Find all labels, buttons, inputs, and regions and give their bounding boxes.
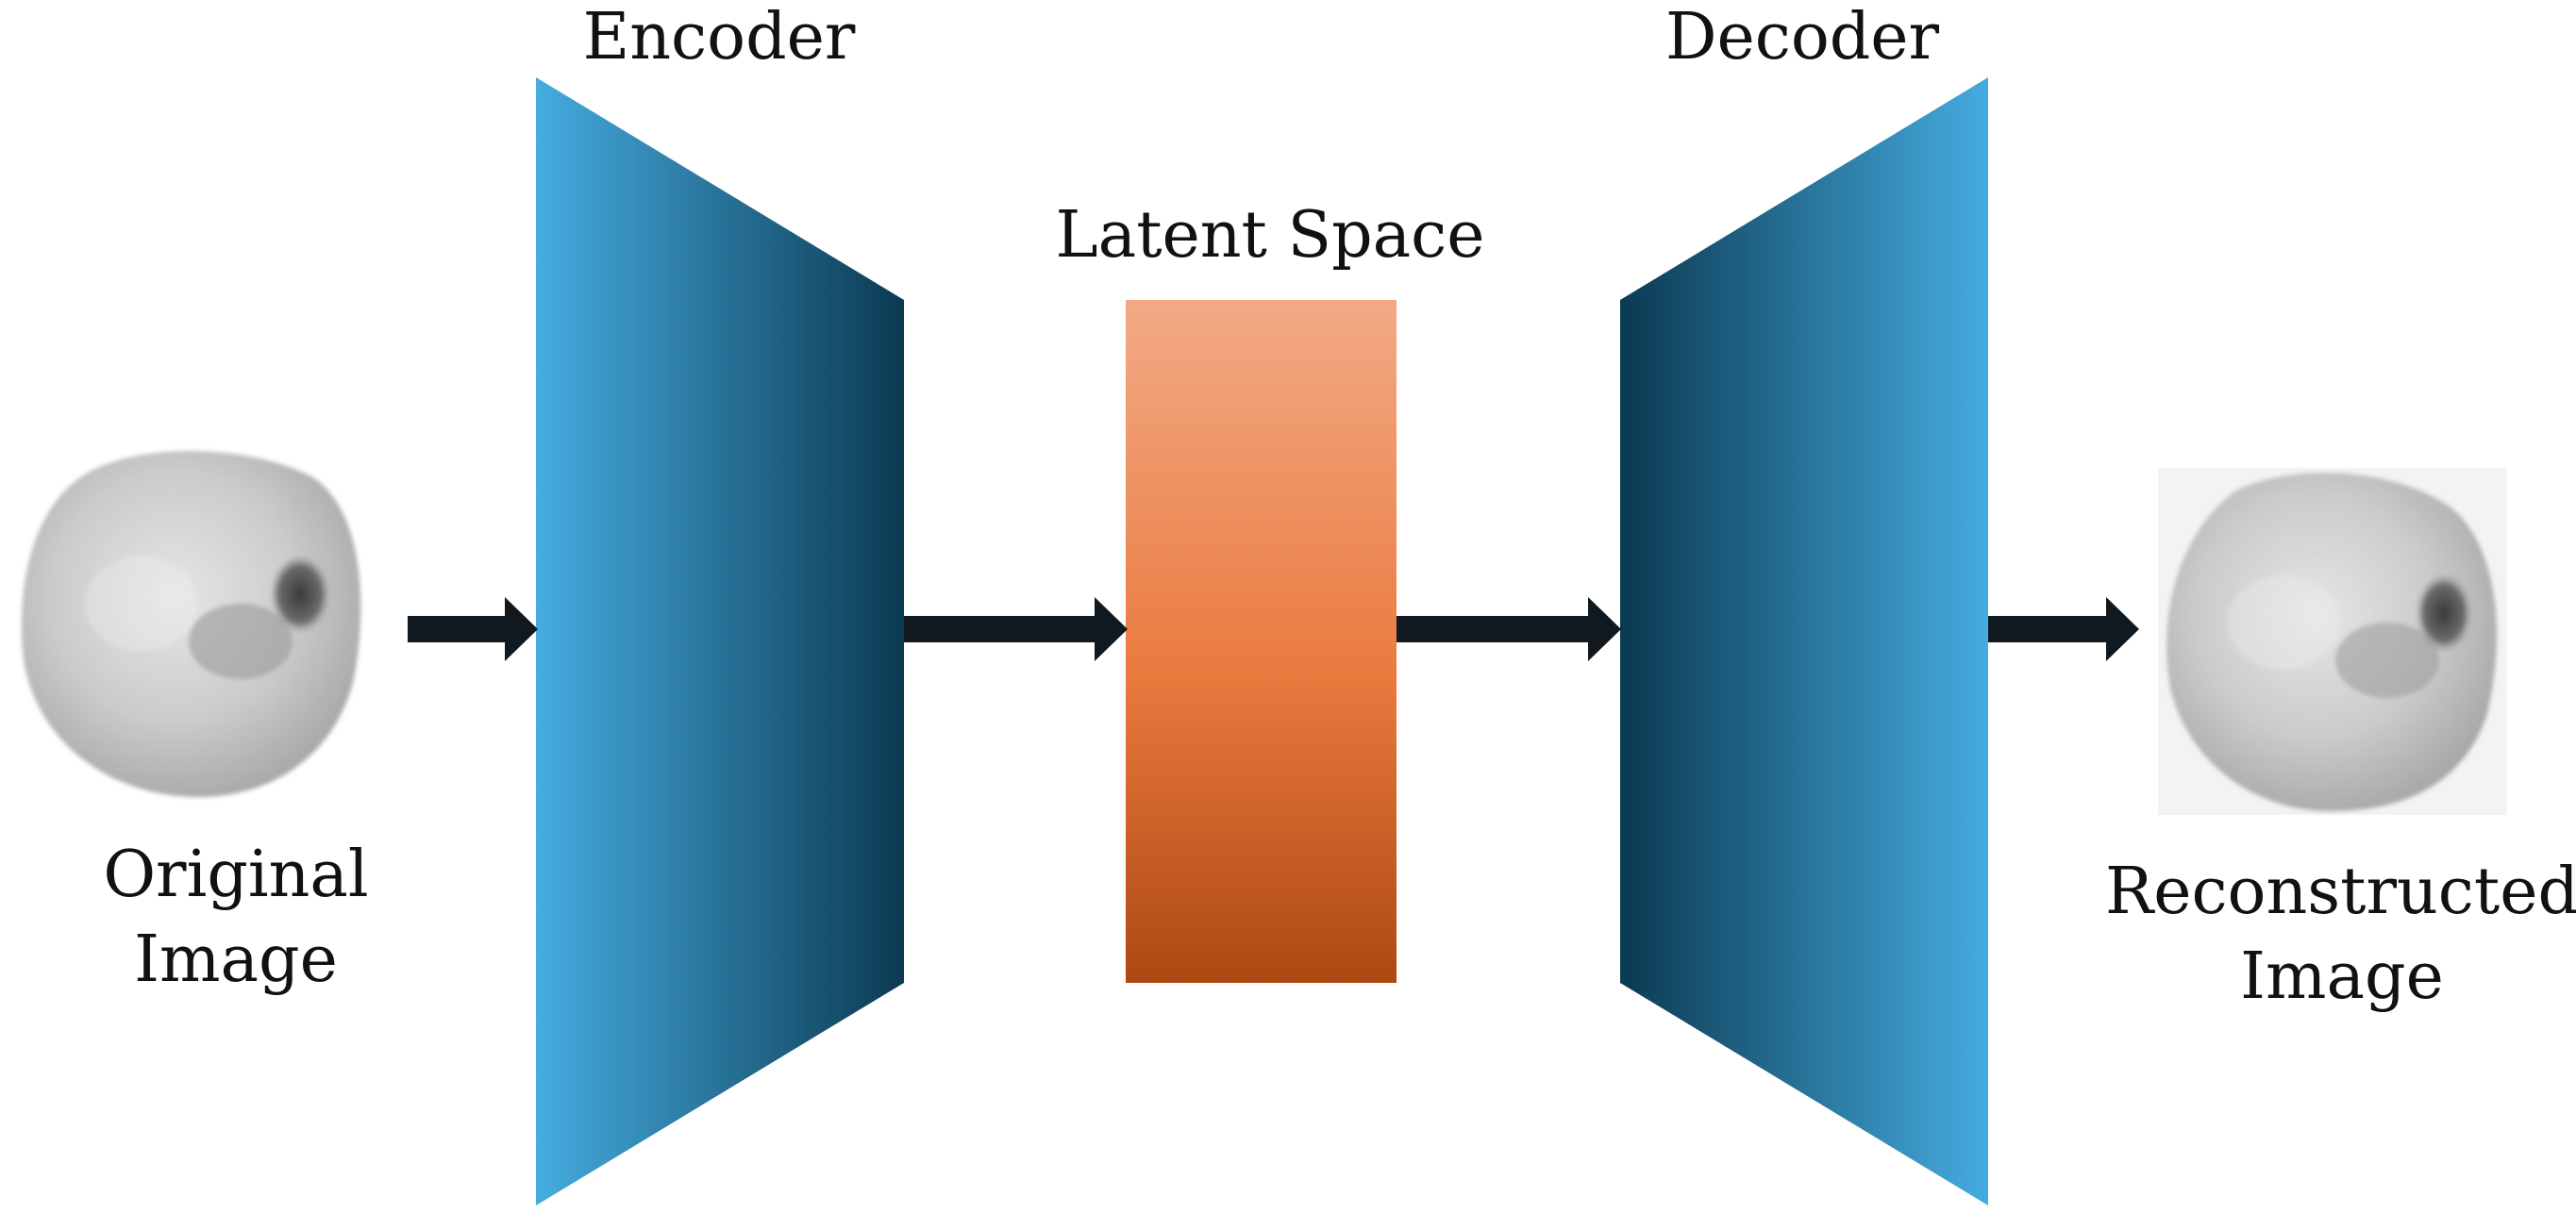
right-arrow-icon xyxy=(1988,597,2139,661)
encoder-block xyxy=(536,77,904,1205)
original-image-label-line1: Original xyxy=(103,838,368,912)
arrow-decoder-to-output xyxy=(1988,597,2139,661)
decoder-label: Decoder xyxy=(1665,0,1940,75)
reconstructed-image-label-line2: Image xyxy=(2240,939,2444,1014)
right-arrow-icon xyxy=(408,597,538,661)
latent-space-block xyxy=(1126,300,1397,983)
arrow-input-to-encoder xyxy=(408,597,538,661)
reconstructed-image xyxy=(2158,468,2507,815)
cell-image-icon xyxy=(2166,473,2497,811)
original-image xyxy=(21,451,361,797)
original-image-label-line2: Image xyxy=(134,922,338,997)
latent-space-label: Latent Space xyxy=(1056,198,1485,273)
right-arrow-icon xyxy=(1397,597,1621,661)
encoder-label: Encoder xyxy=(583,0,856,75)
right-arrow-icon xyxy=(904,597,1128,661)
decoder-block xyxy=(1620,77,1988,1205)
arrow-latent-to-decoder xyxy=(1397,597,1621,661)
cell-image-icon xyxy=(21,451,361,797)
reconstructed-image-label-line1: Reconstructed xyxy=(2105,855,2576,929)
arrow-encoder-to-latent xyxy=(904,597,1128,661)
